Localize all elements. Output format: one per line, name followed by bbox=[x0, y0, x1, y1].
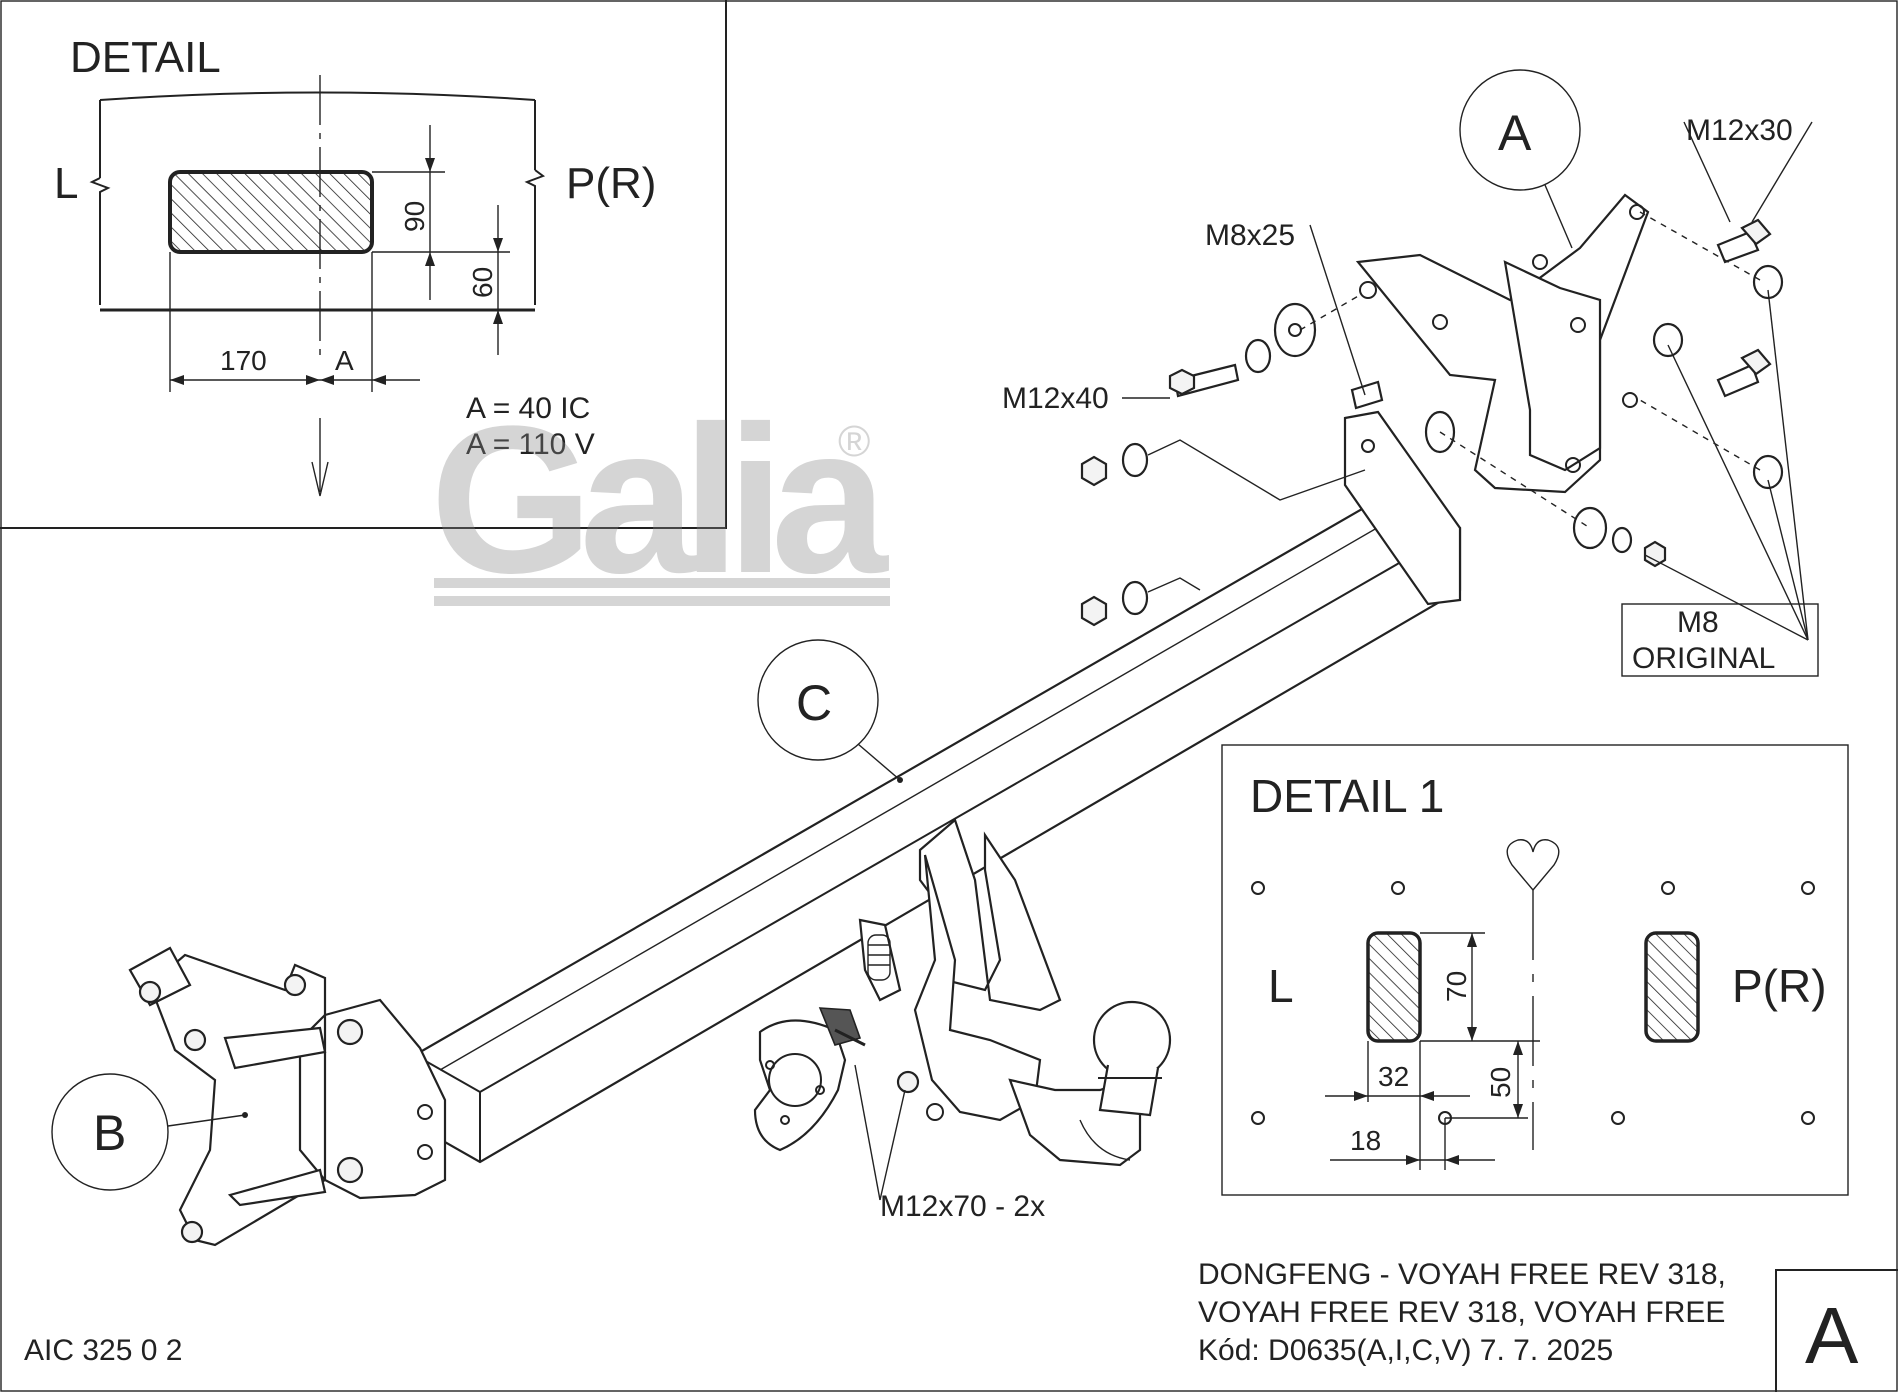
bolt-m12x30 bbox=[1716, 230, 1760, 264]
callout-b-label: B bbox=[93, 1105, 126, 1161]
detail1-right-label: P(R) bbox=[1732, 960, 1827, 1012]
label-m8: M8 bbox=[1677, 606, 1719, 639]
callout-b: B bbox=[51, 1073, 248, 1191]
dim-32: 32 bbox=[1378, 1061, 1409, 1092]
side-right-label: P(R) bbox=[566, 159, 656, 208]
cutout-rectangle bbox=[168, 170, 374, 254]
bolt-m8x25 bbox=[1350, 380, 1384, 410]
detail1-title: DETAIL 1 bbox=[1250, 770, 1444, 822]
note-a-110: A = 110 V bbox=[466, 428, 595, 461]
type-letter: A bbox=[1805, 1291, 1859, 1380]
detail1-cutout-right bbox=[1644, 931, 1700, 1043]
socket-cover bbox=[858, 918, 902, 1002]
label-m12x30: M12x30 bbox=[1686, 114, 1793, 147]
note-a-40: A = 40 IC bbox=[466, 392, 590, 425]
logo-wordmark: Galia bbox=[430, 382, 890, 617]
callout-a-label: A bbox=[1498, 105, 1532, 161]
detail1-cutout-left bbox=[1366, 931, 1422, 1043]
title-block: AIC 325 0 2 DONGFENG - VOYAH FREE REV 31… bbox=[24, 1258, 1898, 1392]
model-line-1: DONGFENG - VOYAH FREE REV 318, bbox=[1198, 1258, 1726, 1291]
model-line-3: Kód: D0635(A,I,C,V) 7. 7. 2025 bbox=[1198, 1334, 1613, 1367]
side-left-label: L bbox=[54, 159, 78, 208]
dim-a: A bbox=[335, 345, 354, 376]
dim-18: 18 bbox=[1350, 1125, 1381, 1156]
m8-original-box bbox=[1621, 603, 1819, 677]
label-m12x70: M12x70 - 2x bbox=[880, 1190, 1045, 1223]
dim-70: 70 bbox=[1441, 971, 1472, 1002]
detail1-left-label: L bbox=[1268, 960, 1294, 1012]
model-line-2: VOYAH FREE REV 318, VOYAH FREE bbox=[1198, 1296, 1725, 1329]
callout-a: A bbox=[1459, 69, 1581, 249]
label-m12x40: M12x40 bbox=[1002, 382, 1109, 415]
drawing-code: AIC 325 0 2 bbox=[24, 1334, 182, 1367]
galia-logo: Galia ® bbox=[430, 382, 904, 617]
callout-c: C bbox=[757, 639, 903, 783]
socket-holder bbox=[753, 1019, 847, 1152]
logo-registered-mark: ® bbox=[838, 417, 870, 466]
label-original: ORIGINAL bbox=[1632, 642, 1775, 675]
dim-90: 90 bbox=[399, 201, 430, 232]
dim-170: 170 bbox=[220, 345, 267, 376]
towbar-assembly bbox=[128, 193, 1784, 1247]
detail-title: DETAIL bbox=[70, 33, 221, 82]
dim-60: 60 bbox=[467, 267, 498, 298]
detail1-panel: DETAIL 1 70 50 32 1 bbox=[1221, 744, 1849, 1196]
fastener-labels: M12x30 M8x25 M12x40 M12x70 - 2x M8 ORIGI… bbox=[854, 114, 1819, 1223]
callout-c-label: C bbox=[796, 675, 832, 731]
label-m8x25: M8x25 bbox=[1205, 219, 1295, 252]
detail-panel: DETAIL 90 60 170 A L P(R) A = 40 IC A = … bbox=[0, 0, 727, 529]
dim-50: 50 bbox=[1485, 1067, 1516, 1098]
